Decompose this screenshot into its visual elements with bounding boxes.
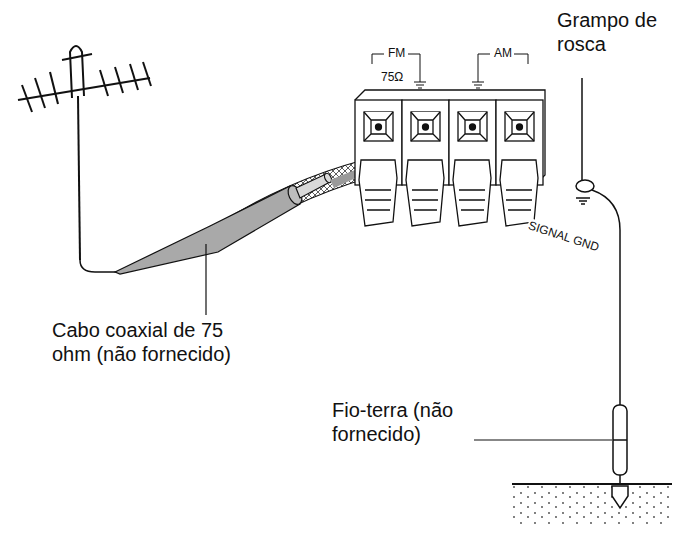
terminal-face (505, 112, 534, 141)
terminal-socket (505, 112, 534, 141)
terminal-unit (402, 100, 449, 226)
terminal-hole (376, 124, 382, 130)
terminal-label: SIGNAL GND (526, 218, 602, 255)
terminal-lever (359, 160, 397, 226)
terminal-face (411, 112, 440, 141)
part-label: Fio-terra (não fornecido) (330, 398, 474, 446)
terminal-lever (500, 160, 538, 226)
terminal-label: FM (387, 46, 406, 60)
terminal-hole (517, 124, 523, 130)
leader-line (205, 244, 206, 315)
terminal-lever (453, 160, 491, 226)
ground-wire (576, 78, 627, 484)
terminal-grip (506, 190, 532, 210)
coax-plug (115, 172, 333, 274)
terminal-grip (365, 190, 391, 210)
terminal-unit (449, 100, 496, 226)
terminal-socket (458, 112, 487, 141)
ground-rod-tip (612, 486, 628, 508)
soil (512, 484, 672, 524)
terminal-label: AM (493, 46, 513, 60)
terminal-grip (459, 190, 485, 210)
ground-surface (512, 483, 672, 485)
part-label: Grampo de rosca (555, 8, 674, 56)
terminal-unit (496, 100, 543, 226)
terminal-face (458, 112, 487, 141)
part-label: Cabo coaxial de 75 ohm (não fornecido) (50, 318, 266, 366)
terminal-unit (355, 100, 402, 226)
impedance-label: 75Ω (380, 70, 404, 84)
terminal-lever (406, 160, 444, 226)
antenna (18, 46, 151, 272)
terminal-socket (411, 112, 440, 141)
terminal-socket (364, 112, 393, 141)
terminal-face (364, 112, 393, 141)
terminal-grip (412, 190, 438, 210)
terminal-hole (470, 124, 476, 130)
terminal-hole (423, 124, 429, 130)
leader-line (474, 439, 612, 440)
terminal-block (355, 90, 545, 226)
